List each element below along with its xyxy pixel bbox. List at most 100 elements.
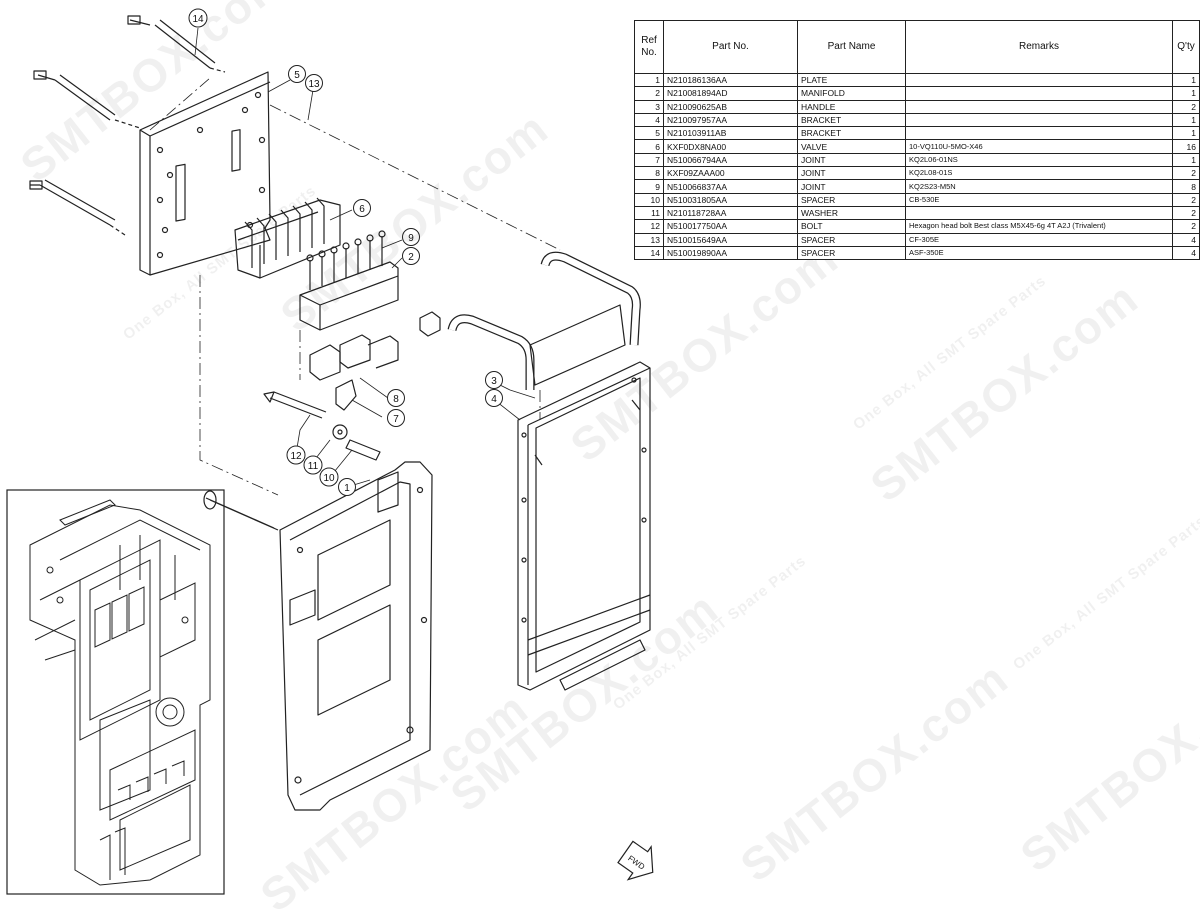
callout-2: 2 xyxy=(408,252,414,263)
cell-part-no: N510019890AA xyxy=(663,245,798,261)
cell-remarks: KQ2L06-01NS xyxy=(905,152,1173,168)
cell-ref: 10 xyxy=(634,192,664,207)
bracket-part-4 xyxy=(517,304,651,691)
bracket-part-5 xyxy=(139,71,271,276)
callout-13: 13 xyxy=(308,79,320,90)
cell-remarks: Hexagon head bolt Best class M5X45-6g 4T… xyxy=(905,219,1173,234)
bolt-washer-spacer-12-11-10 xyxy=(263,391,381,461)
cell-part-no: N210118728AA xyxy=(663,205,798,221)
callout-14: 14 xyxy=(192,14,204,25)
table-header-row: Ref No. Part No. Part Name Remarks Q'ty xyxy=(634,20,1200,74)
cell-remarks: KQ2S23-M5N xyxy=(905,179,1173,194)
callout-11: 11 xyxy=(308,461,319,472)
construction-lines xyxy=(149,77,561,496)
callout-1: 1 xyxy=(344,483,350,494)
cell-qty: 1 xyxy=(1172,152,1200,168)
cell-part-no: N510031805AA xyxy=(663,192,798,207)
cell-ref: 9 xyxy=(634,179,664,194)
cell-part-no: N210103911AB xyxy=(663,126,798,141)
cell-ref: 7 xyxy=(634,152,664,168)
cell-part-no: KXF09ZAAA00 xyxy=(663,166,798,181)
cell-part-no: N510015649AA xyxy=(663,232,798,247)
cell-remarks: CB-530E xyxy=(905,192,1173,207)
spacers-part-14 xyxy=(29,15,226,236)
cell-part-name: JOINT xyxy=(797,152,906,168)
cell-part-name: BRACKET xyxy=(797,112,906,128)
cell-part-name: JOINT xyxy=(797,179,906,194)
joints-part-7-8 xyxy=(309,311,441,411)
cell-ref: 13 xyxy=(634,232,664,247)
header-remarks: Remarks xyxy=(905,20,1173,74)
cell-remarks xyxy=(905,112,1173,128)
header-ref-no: Ref No. xyxy=(634,20,664,74)
cell-qty: 16 xyxy=(1172,139,1200,154)
valves-part-6 xyxy=(234,197,341,279)
callout-7: 7 xyxy=(393,414,399,425)
cell-remarks: KQ2L08-01S xyxy=(905,166,1173,181)
cell-remarks xyxy=(905,86,1173,101)
cell-remarks: ASF-350E xyxy=(905,245,1173,261)
cell-qty: 2 xyxy=(1172,192,1200,207)
cell-part-name: BOLT xyxy=(797,219,906,234)
cell-part-name: SPACER xyxy=(797,192,906,207)
cell-qty: 4 xyxy=(1172,232,1200,247)
cell-part-name: MANIFOLD xyxy=(797,86,906,101)
cell-qty: 8 xyxy=(1172,179,1200,194)
cell-ref: 11 xyxy=(634,205,664,221)
plate-part-1 xyxy=(203,461,433,811)
cell-part-name: HANDLE xyxy=(797,99,906,114)
cell-ref: 2 xyxy=(634,86,664,101)
cell-part-no: N510017750AA xyxy=(663,219,798,234)
cell-ref: 6 xyxy=(634,139,664,154)
callout-3: 3 xyxy=(491,376,497,387)
callout-5: 5 xyxy=(294,70,300,81)
callout-4: 4 xyxy=(491,394,497,405)
cell-ref: 8 xyxy=(634,166,664,181)
exploded-parts-diagram: 14 5 13 6 9 2 8 7 3 4 12 11 10 1 F xyxy=(6,8,654,895)
cell-remarks xyxy=(905,205,1173,221)
cell-ref: 1 xyxy=(634,72,664,88)
cell-ref: 5 xyxy=(634,126,664,141)
cell-part-no: N210090625AB xyxy=(663,99,798,114)
callout-labels: 14 5 13 6 9 2 8 7 3 4 12 11 10 1 xyxy=(192,14,497,494)
cell-part-name: SPACER xyxy=(797,232,906,247)
cell-part-name: JOINT xyxy=(797,166,906,181)
callout-8: 8 xyxy=(393,394,399,405)
cell-part-no: N510066794AA xyxy=(663,152,798,168)
handles-part-3 xyxy=(447,251,641,390)
fwd-arrow: FWD xyxy=(617,840,654,881)
cell-part-no: N510066837AA xyxy=(663,179,798,194)
cell-qty: 2 xyxy=(1172,205,1200,221)
cell-part-name: WASHER xyxy=(797,205,906,221)
cell-qty: 1 xyxy=(1172,86,1200,101)
cell-ref: 4 xyxy=(634,112,664,128)
cell-part-no: N210097957AA xyxy=(663,112,798,128)
cell-qty: 1 xyxy=(1172,112,1200,128)
assembly-inset xyxy=(6,489,225,895)
cell-qty: 1 xyxy=(1172,72,1200,88)
cell-part-no: KXF0DX8NA00 xyxy=(663,139,798,154)
callout-10: 10 xyxy=(323,473,335,484)
callout-circles xyxy=(188,8,503,496)
cell-remarks xyxy=(905,99,1173,114)
cell-ref: 12 xyxy=(634,219,664,234)
cell-ref: 3 xyxy=(634,99,664,114)
cell-remarks: 10-VQ110U-5MO-X46 xyxy=(905,139,1173,154)
header-part-name: Part Name xyxy=(797,20,906,74)
cell-part-name: PLATE xyxy=(797,72,906,88)
cell-qty: 4 xyxy=(1172,245,1200,261)
callout-6: 6 xyxy=(359,204,365,215)
cell-ref: 14 xyxy=(634,245,664,261)
cell-remarks: CF-305E xyxy=(905,232,1173,247)
